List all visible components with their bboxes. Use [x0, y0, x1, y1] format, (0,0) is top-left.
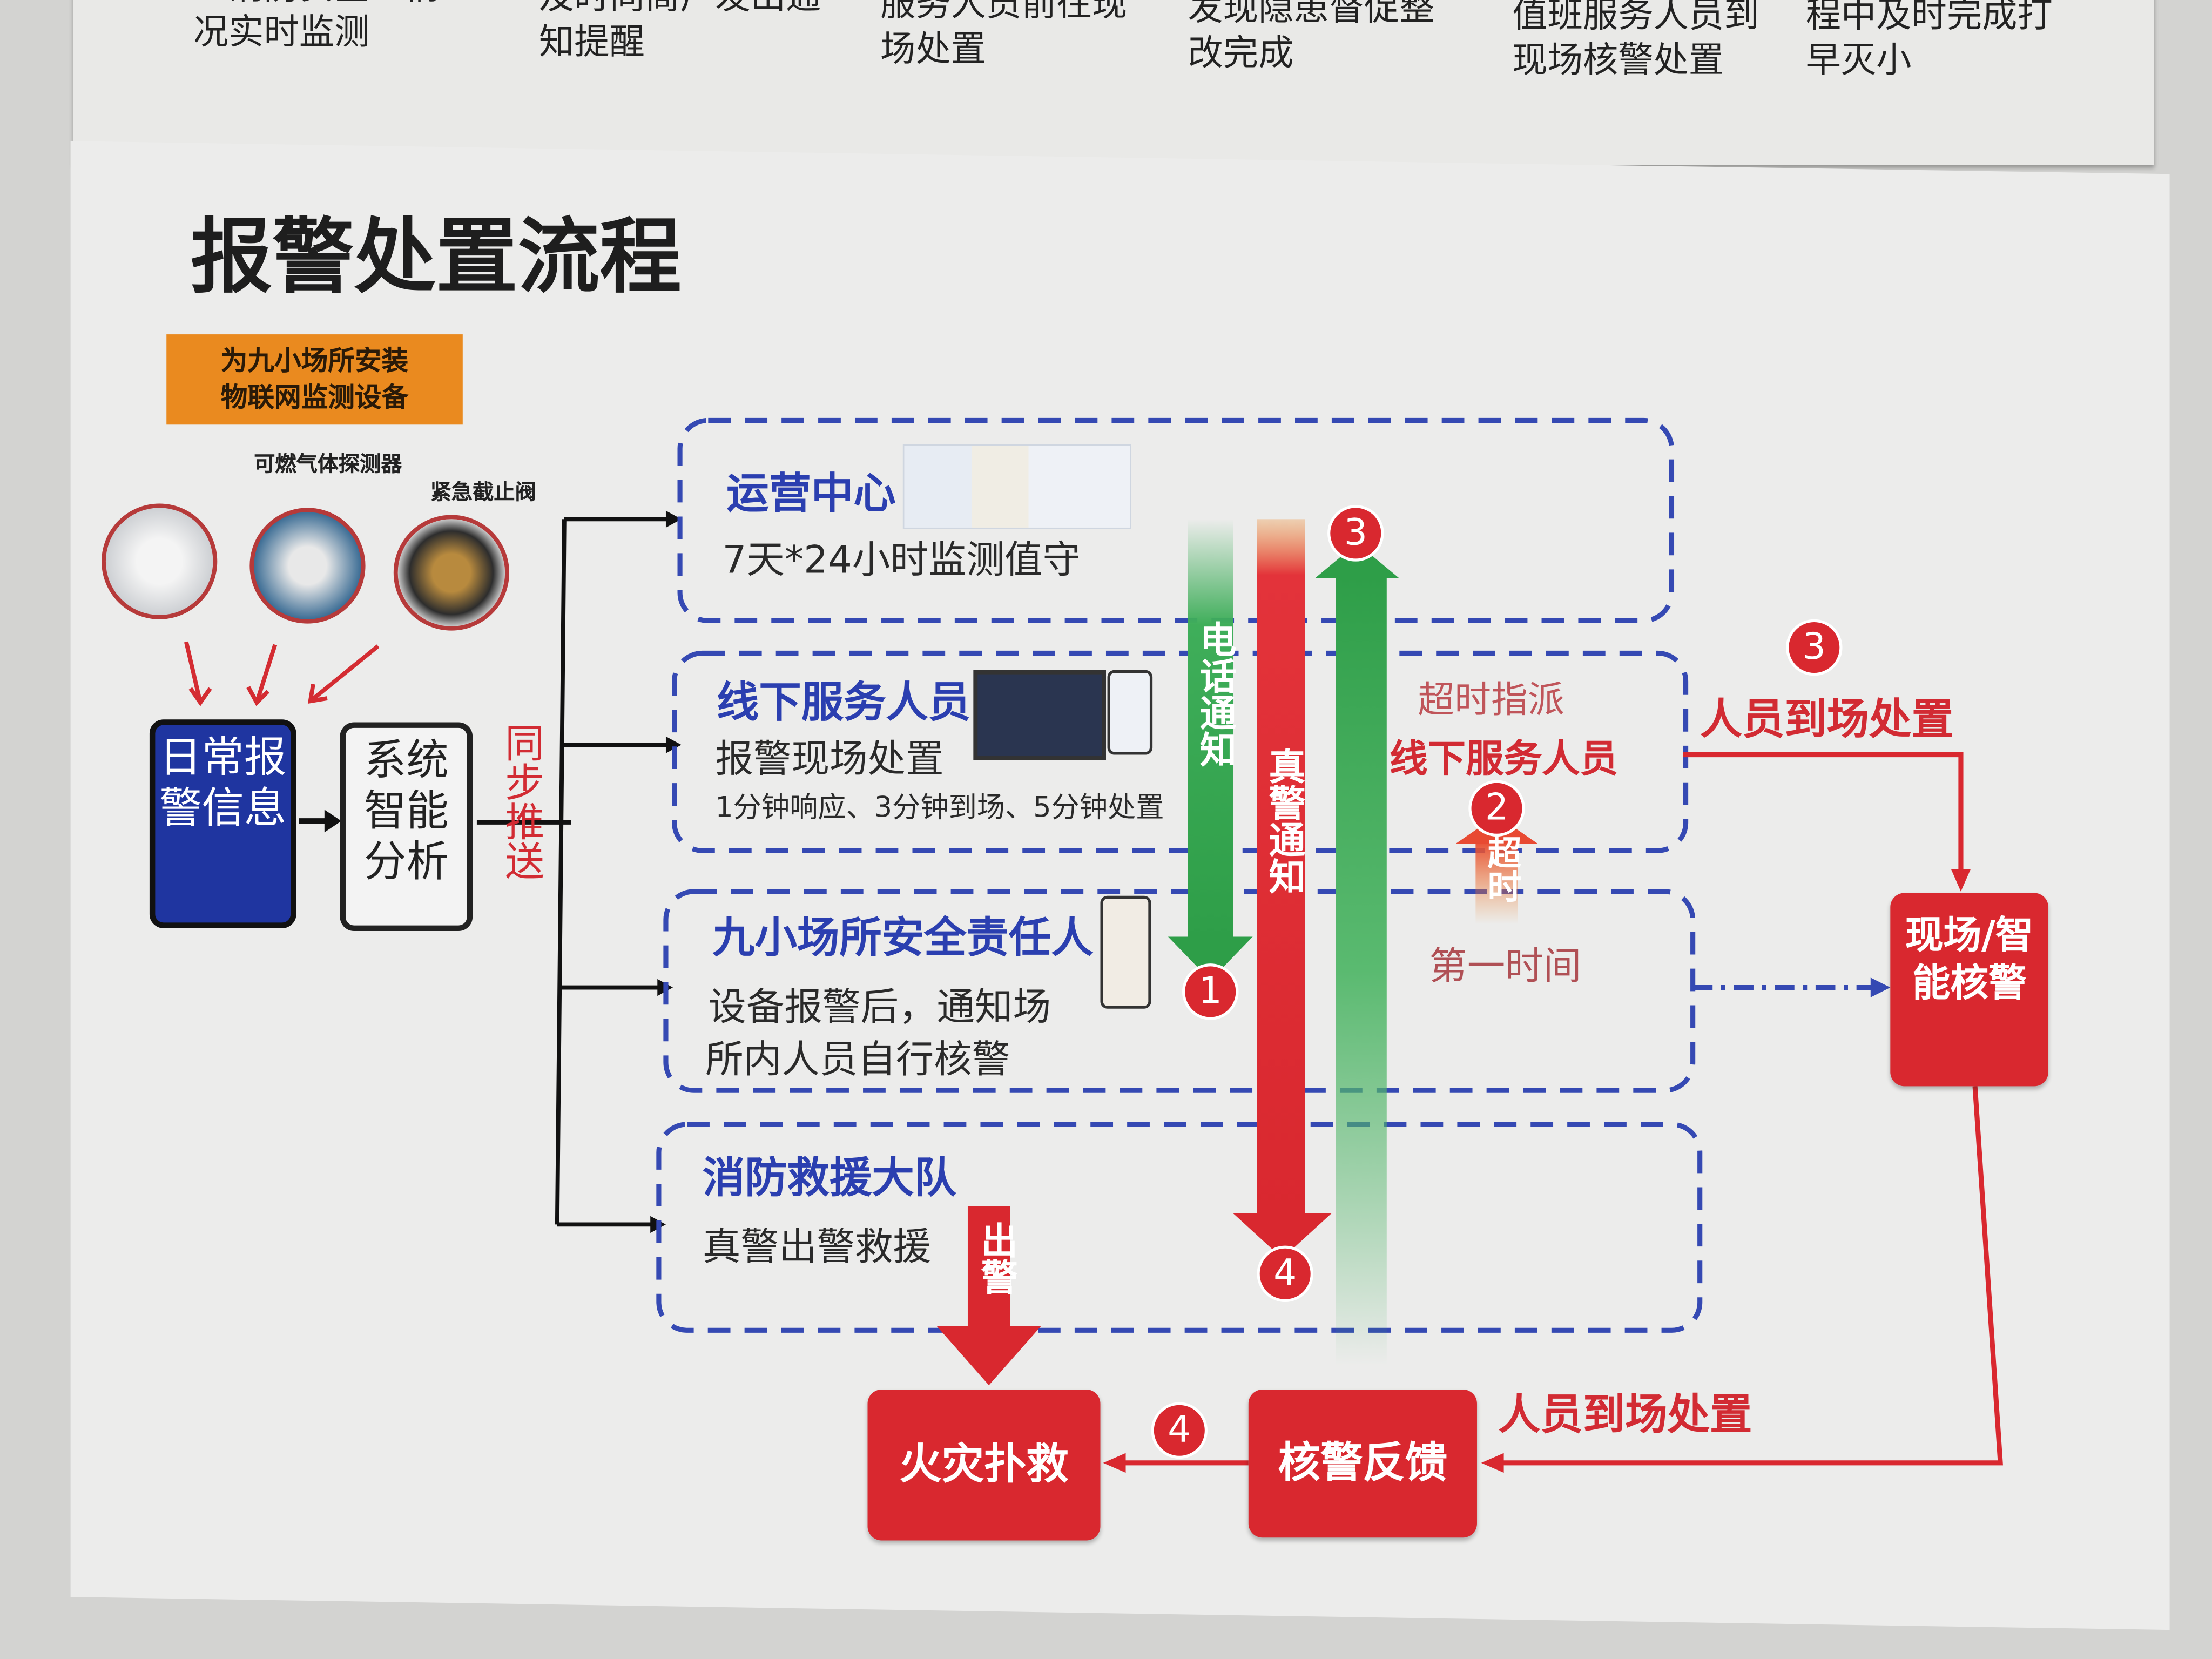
step-3-badge-b: 3 — [1786, 619, 1843, 676]
box-offline — [672, 650, 1689, 853]
shutoff-valve-image — [393, 515, 510, 631]
system-analysis-box: 系统智能分析 — [340, 722, 473, 932]
owner-phone-image — [1100, 895, 1151, 1009]
sync-push-label: 同步推送 — [499, 722, 546, 881]
verify-box: 现场/智能核警 — [1890, 893, 2048, 1087]
green-up-arrow — [1314, 543, 1400, 1366]
dispatch-label: 出警 — [975, 1222, 1017, 1295]
dispatch-arrow — [936, 1206, 1041, 1386]
timeout-offline: 线下服务人员 — [1390, 738, 1618, 782]
owner-text-1: 设备报警后，通知场 — [708, 986, 1051, 1030]
timeout-assign: 超时指派 — [1418, 680, 1564, 723]
red-heads — [1103, 869, 1971, 1473]
step-2-badge: 2 — [1468, 780, 1525, 837]
red-connectors — [1121, 752, 2003, 1466]
install-label: 为九小场所安装 物联网监测设备 — [166, 334, 463, 425]
gas-detector-label: 可燃气体探测器 — [254, 451, 402, 477]
green-down-arrow — [1168, 519, 1253, 981]
top-col-1: …消防安全…情 况实时监测 — [193, 0, 440, 52]
ops-text: 7天*24小时监测值守 — [722, 538, 1081, 583]
monitor-image — [973, 670, 1106, 760]
top-poster: …消防安全…情 况实时监测 及时向商户发出通 知提醒 服务人员前往现 场处置 发… — [73, 0, 2154, 165]
firefight-box: 火灾扑救 — [867, 1390, 1101, 1541]
ops-heading: 运营中心 — [726, 469, 896, 520]
offline-text: 报警现场处置 — [715, 738, 944, 782]
red-down-arrow — [1233, 519, 1332, 1259]
real-alarm-label: 真警通知 — [1262, 747, 1305, 895]
daily-alarm-box: 日常报警信息 — [149, 719, 296, 928]
top-col-3: 服务人员前往现 场处置 — [880, 0, 1128, 69]
top-col-6: 程中及时完成打 早灭小 — [1805, 0, 2053, 80]
arrow-device-2 — [246, 644, 278, 706]
smoke-detector-image — [102, 503, 218, 619]
step-1-badge: 1 — [1182, 963, 1239, 1020]
top-col-2: 及时向商户发出通 知提醒 — [538, 0, 821, 62]
phone-image — [1107, 670, 1153, 755]
box-ops — [677, 417, 1675, 623]
owner-text-2: 所内人员自行核警 — [705, 1038, 1010, 1082]
timeout-label: 超时 — [1481, 835, 1521, 903]
dashed-boxes — [656, 417, 1703, 1333]
gas-detector-image — [249, 508, 366, 624]
box-owner — [663, 889, 1696, 1093]
offline-sub: 1分钟响应、3分钟到场、5分钟处置 — [715, 790, 1164, 824]
arrow-device-3 — [307, 644, 380, 704]
phone-notify-label: 电话通知 — [1193, 621, 1236, 768]
step-3-badge-a: 3 — [1327, 505, 1384, 562]
device-arrows — [184, 641, 380, 706]
owner-heading: 九小场所安全责任人 — [712, 914, 1094, 964]
step-4-badge-b: 4 — [1151, 1402, 1208, 1459]
onsite-label-1: 人员到场处置 — [1700, 695, 1954, 745]
arrowhead — [324, 810, 342, 833]
ops-dashboard-image — [902, 444, 1131, 529]
feedback-box: 核警反馈 — [1248, 1390, 1477, 1538]
push-bracket — [476, 517, 672, 1227]
shutoff-valve-label: 紧急截止阀 — [430, 480, 536, 505]
step-4-badge-a: 4 — [1257, 1245, 1313, 1303]
onsite-label-2: 人员到场处置 — [1498, 1391, 1752, 1441]
fire-heading: 消防救援大队 — [702, 1154, 957, 1204]
box-fire — [656, 1122, 1703, 1333]
offline-heading: 线下服务人员 — [716, 678, 971, 728]
fire-text: 真警出警救援 — [702, 1226, 932, 1270]
first-time-label: 第一时间 — [1429, 945, 1582, 989]
arrow-device-1 — [184, 641, 212, 706]
top-col-5: 值班服务人员到 现场核警处置 — [1512, 0, 1759, 80]
top-col-4: 发现隐患督促整 改完成 — [1188, 0, 1435, 73]
dashdot-head — [1870, 977, 1891, 997]
page-title: 报警处置流程 — [190, 208, 682, 305]
